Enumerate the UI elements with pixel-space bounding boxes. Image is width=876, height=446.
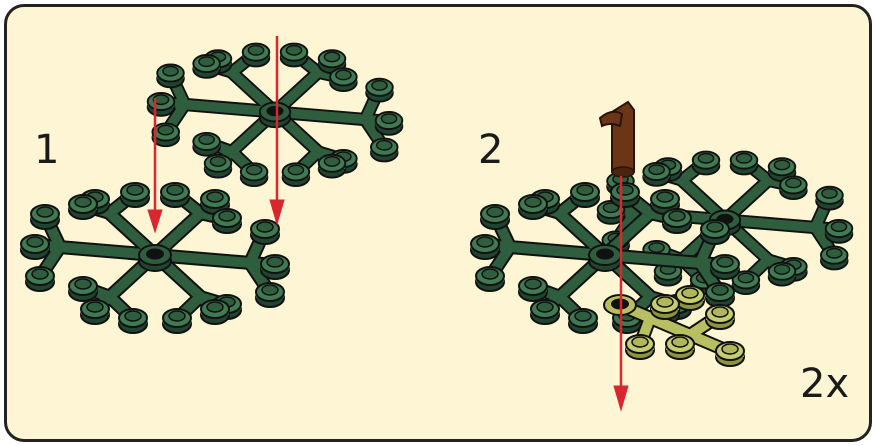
step-1-number: 1 — [34, 127, 60, 173]
down-arrow-icon — [613, 176, 629, 412]
quantity-label: 2x — [800, 361, 850, 407]
trunk-piece-icon — [598, 100, 635, 178]
step-1-top-plate — [148, 44, 403, 187]
branch-plate-icon — [603, 285, 745, 367]
down-arrow-icon — [147, 36, 285, 234]
step-2-number: 2 — [478, 127, 504, 173]
